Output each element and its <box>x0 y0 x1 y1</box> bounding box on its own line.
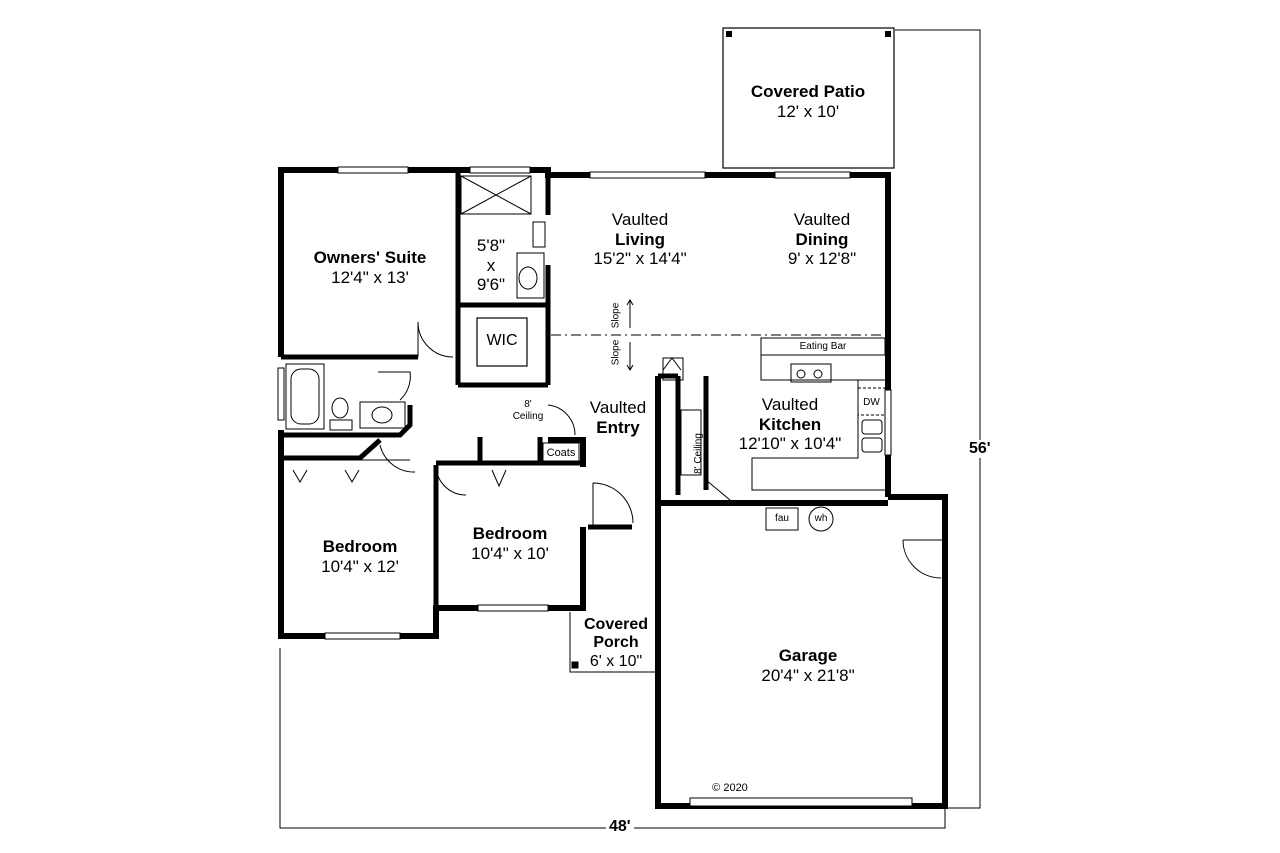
dining-name: Dining <box>795 229 849 249</box>
covered-porch-name2: Porch <box>593 634 639 652</box>
bedroom-center-size: 10'4" x 10' <box>471 543 549 563</box>
covered-porch-label: Covered Porch 6' x 10" <box>576 616 656 671</box>
living-size: 15'2" x 14'4" <box>593 249 687 269</box>
bedroom-left-name: Bedroom <box>322 537 398 556</box>
bedroom-left-size: 10'4" x 12' <box>321 556 399 576</box>
entry-name: Entry <box>596 417 640 437</box>
exterior-walls <box>278 167 948 809</box>
covered-porch-size: 6' x 10" <box>589 652 643 670</box>
coats-closet <box>542 442 580 464</box>
wh-circle <box>808 506 834 532</box>
wh-label: wh <box>814 513 828 524</box>
entry-ceiling-label: 8' Ceiling <box>508 399 548 422</box>
fau-label: fau <box>775 513 789 524</box>
doors <box>378 321 943 579</box>
bedroom-center-label: Bedroom 10'4" x 10' <box>440 524 580 563</box>
owners-bath-line1: 5'8" <box>476 236 506 255</box>
eating-bar-label: Eating Bar <box>799 341 847 352</box>
owners-bath-label: 5'8" x 9'6" <box>465 236 517 295</box>
dining-size: 9' x 12'8" <box>787 249 857 269</box>
owners-suite-name: Owners' Suite <box>313 248 427 267</box>
covered-patio-label: Covered Patio 12' x 10' <box>728 82 888 121</box>
owners-suite-size: 12'4" x 13' <box>331 267 409 287</box>
kitchen-size: 12'10" x 10'4" <box>738 434 842 454</box>
entry-prefix: Vaulted <box>589 398 647 417</box>
overall-depth-label: 56' <box>966 440 994 458</box>
dw-label: DW <box>863 397 880 408</box>
porch-outline <box>569 612 655 673</box>
garage-label: Garage 20'4" x 21'8" <box>728 646 888 685</box>
windows <box>277 166 913 807</box>
entry-label: Vaulted Entry <box>578 398 658 437</box>
owners-bath-line3: 9'6" <box>476 275 506 295</box>
kitchen-name: Kitchen <box>758 414 822 434</box>
living-name: Living <box>614 229 666 249</box>
slope-up-label: Slope <box>610 302 622 329</box>
dining-label: Vaulted Dining 9' x 12'8" <box>742 210 902 269</box>
kitchen-prefix: Vaulted <box>761 395 819 414</box>
wic-box <box>476 317 528 367</box>
plumbing-fixtures <box>285 175 546 431</box>
overall-width-label: 48' <box>606 818 634 836</box>
closet-lines <box>288 459 540 488</box>
kitchen-ceiling-label: 8' Ceiling <box>692 433 704 474</box>
slope-down-label: Slope <box>610 339 622 366</box>
interior-walls <box>278 173 709 608</box>
fau-box <box>765 507 799 531</box>
covered-patio-size: 12' x 10' <box>776 101 840 121</box>
covered-patio-outline <box>722 27 895 169</box>
garage-name: Garage <box>778 646 838 665</box>
living-label: Vaulted Living 15'2" x 14'4" <box>560 210 720 269</box>
coats-label: Coats <box>546 447 576 459</box>
covered-patio-name: Covered Patio <box>750 82 866 101</box>
living-prefix: Vaulted <box>611 210 669 229</box>
copyright-label: © 2020 <box>712 782 748 794</box>
owners-suite-label: Owners' Suite 12'4" x 13' <box>290 248 450 287</box>
entry-ceiling-line1: 8' <box>524 399 532 410</box>
covered-porch-name1: Covered <box>583 616 649 633</box>
bedroom-center-name: Bedroom <box>472 524 548 543</box>
slope-line <box>551 299 886 371</box>
garage-size: 20'4" x 21'8" <box>761 665 855 685</box>
bedroom-left-label: Bedroom 10'4" x 12' <box>290 537 430 576</box>
kitchen-label: Vaulted Kitchen 12'10" x 10'4" <box>715 395 865 454</box>
kitchen-cabinets <box>662 337 886 491</box>
dining-prefix: Vaulted <box>793 210 851 229</box>
entry-ceiling-line2: Ceiling <box>512 410 544 422</box>
owners-bath-line2: x <box>486 255 496 275</box>
wic-label: WIC <box>486 332 518 349</box>
